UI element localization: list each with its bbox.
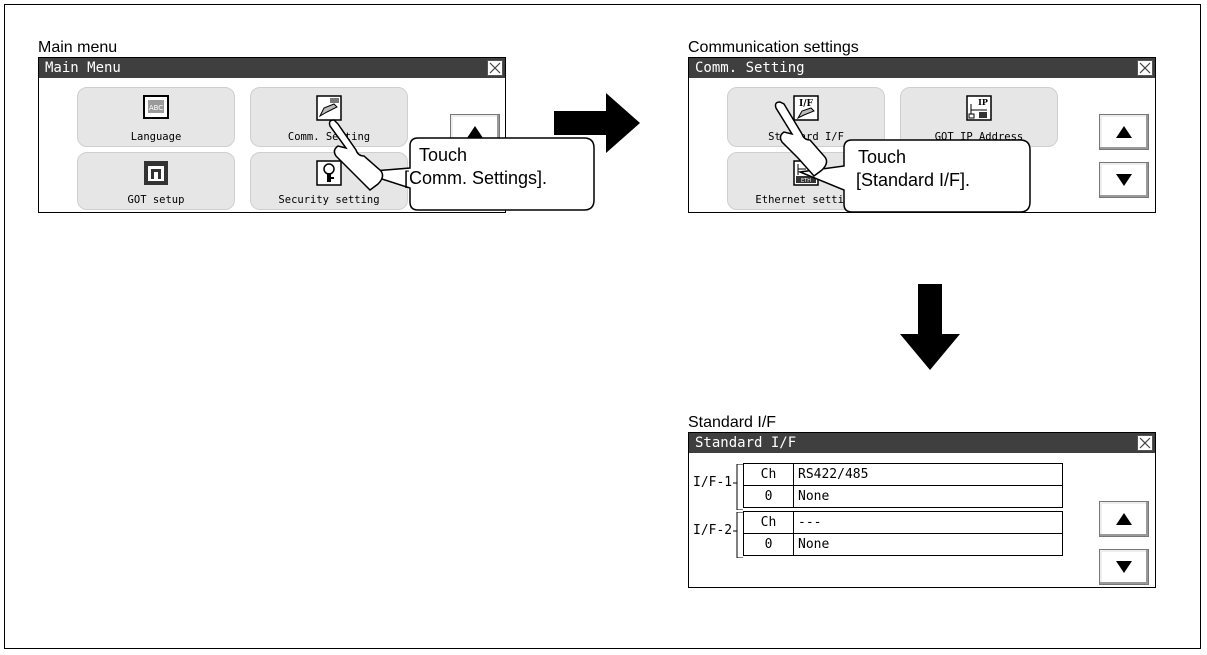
ch-number-cell: 0: [743, 533, 794, 556]
figure-frame: [4, 4, 1201, 649]
scroll-up-icon: [467, 126, 483, 138]
bracket-line: [733, 512, 743, 558]
interface-icon: I/F: [793, 95, 819, 121]
comm-setting-icon: [316, 95, 342, 121]
bracket-line: [733, 464, 743, 510]
window-title: Comm. Setting: [689, 58, 1155, 78]
got-setup-icon: [144, 161, 168, 185]
ch-value-cell: ---: [793, 511, 1063, 534]
close-button[interactable]: [487, 60, 503, 76]
scroll-up-icon: [1116, 126, 1132, 138]
touch-callout: [774, 101, 1031, 213]
tile-label: Ethernet setting: [755, 194, 857, 206]
down-arrow-icon: [900, 284, 960, 370]
scroll-down-icon: [1116, 561, 1132, 573]
ch-value-cell: RS422/485: [793, 463, 1063, 486]
scroll-up-button[interactable]: [1099, 114, 1149, 150]
interface-label: I/F-1: [693, 475, 733, 490]
table-row[interactable]: Ch RS422/485: [743, 463, 1063, 486]
scroll-down-button[interactable]: [1099, 549, 1149, 585]
svg-text:ABC: ABC: [149, 104, 163, 112]
driver-cell: None: [793, 533, 1063, 556]
scroll-up-button[interactable]: [1099, 501, 1149, 537]
table-row[interactable]: 0 None: [743, 485, 1063, 508]
tile-label: GOT setup: [127, 194, 185, 206]
scroll-up-icon: [1116, 513, 1132, 525]
ch-number-cell: 0: [743, 485, 794, 508]
table-row[interactable]: Ch ---: [743, 511, 1063, 534]
tile-security-setting[interactable]: Security setting: [250, 152, 408, 210]
tile-comm-setting[interactable]: Comm. Setting: [250, 87, 408, 147]
tile-label: Language: [130, 131, 182, 143]
caption-standard-if: Standard I/F: [688, 414, 777, 431]
security-key-icon: [316, 160, 342, 186]
ch-header-cell: Ch: [743, 463, 794, 486]
tile-label: Security setting: [278, 194, 380, 206]
svg-text:ETH: ETH: [801, 178, 811, 184]
language-icon: ABC: [143, 95, 169, 119]
interface-label: I/F-2: [693, 523, 733, 538]
close-icon: [489, 62, 501, 74]
close-button[interactable]: [1137, 60, 1153, 76]
interface-table-2: Ch --- 0 None: [743, 511, 1063, 556]
pointing-hand-icon: [774, 101, 828, 178]
scroll-down-icon: [1116, 174, 1132, 186]
callout-line-2: [Comm. Settings].: [404, 168, 548, 188]
scroll-down-button[interactable]: [1099, 162, 1149, 198]
callout-line-1: Touch: [419, 145, 468, 165]
right-arrow-icon: [554, 93, 640, 153]
callout-line-2: [Standard I/F].: [856, 170, 971, 190]
tile-got-ip-address[interactable]: IP GOT IP Address: [900, 87, 1058, 147]
close-button[interactable]: [1137, 435, 1153, 451]
close-icon: [1139, 437, 1151, 449]
tile-got-setup[interactable]: GOT setup: [77, 152, 235, 210]
ch-header-cell: Ch: [743, 511, 794, 534]
close-icon: [1139, 62, 1151, 74]
pointing-hand-icon: [328, 119, 384, 191]
caption-main-menu: Main menu: [38, 39, 118, 56]
touch-callout: [328, 119, 595, 211]
tile-language[interactable]: ABC Language: [77, 87, 235, 147]
svg-text:I/F: I/F: [799, 99, 813, 109]
callout-line-1: Touch: [858, 147, 907, 167]
driver-cell: None: [793, 485, 1063, 508]
interface-table-1: Ch RS422/485 0 None: [743, 463, 1063, 508]
table-row[interactable]: 0 None: [743, 533, 1063, 556]
svg-text:IP: IP: [978, 97, 988, 107]
caption-comm-settings: Communication settings: [688, 39, 859, 56]
ip-address-icon: IP: [966, 95, 992, 121]
window-title: Standard I/F: [689, 433, 1155, 453]
window-title: Main Menu: [39, 58, 505, 78]
standard-if-window: Standard I/F I/F-1 I/F-2 Ch RS422/485 0 …: [688, 432, 1156, 588]
